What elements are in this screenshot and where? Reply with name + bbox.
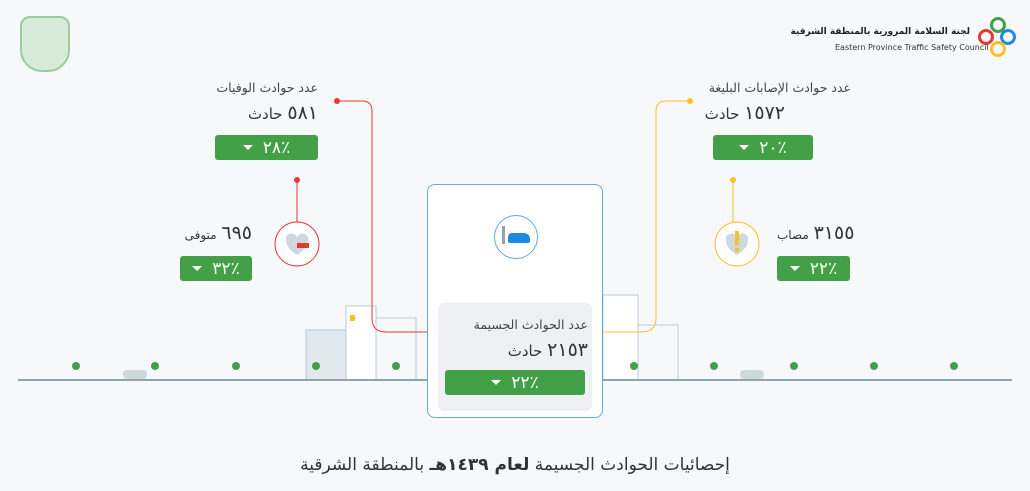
arrow-down-icon (491, 380, 502, 385)
deaths-count: ٦٩٥ متوفى (184, 222, 252, 244)
car-crash-icon (494, 215, 538, 259)
car-left (123, 370, 147, 379)
injuries-change-button[interactable]: ٢٢٪ (777, 256, 850, 281)
fatal-accidents-count: ٥٨١ حادث (247, 102, 318, 124)
council-logo-icon (978, 17, 1016, 57)
buildings-left (305, 305, 417, 381)
arrow-down-icon (192, 266, 203, 271)
arrow-down-icon (789, 266, 800, 271)
buildings-right (602, 294, 679, 381)
injuries-count: ٣١٥٥ مصاب (777, 222, 855, 244)
fatal-connector (296, 100, 427, 333)
serious-accidents-change-button[interactable]: ٢٢٪ (445, 370, 585, 395)
council-name-ar: لجنة السلامة المرورية بالمنطقة الشرقية (790, 27, 970, 37)
injury-accidents-count: ١٥٧٢ حادث (704, 102, 785, 124)
serious-accidents-count: ٢١٥٣ حادث (507, 339, 588, 361)
serious-accidents-title: عدد الحوادث الجسيمة (473, 317, 588, 332)
arrow-down-icon (739, 145, 750, 150)
injury-connector (603, 100, 734, 333)
injury-accidents-title: عدد حوادث الإصابات البليغة (708, 80, 851, 95)
traffic-police-emblem (20, 16, 70, 72)
fatal-accidents-change-button[interactable]: ٢٨٪ (215, 135, 318, 160)
injury-accidents-change-button[interactable]: ٢٠٪ (713, 135, 813, 160)
injury-heart-icon (714, 221, 760, 267)
fatal-accidents-title: عدد حوادث الوفيات (216, 80, 318, 95)
deaths-change-button[interactable]: ٣٢٪ (180, 256, 252, 281)
car-right (740, 370, 764, 379)
page-title: إحصائيات الحوادث الجسيمة لعام ١٤٣٩هـ بال… (300, 455, 730, 475)
council-name-en: Eastern Province Traffic Safety Council (835, 43, 989, 52)
broken-heart-icon (274, 221, 320, 267)
arrow-down-icon (242, 145, 253, 150)
palm-trees (72, 362, 958, 370)
serious-accidents-card: عدد الحوادث الجسيمة ٢١٥٣ حادث ٢٢٪ (427, 184, 603, 418)
